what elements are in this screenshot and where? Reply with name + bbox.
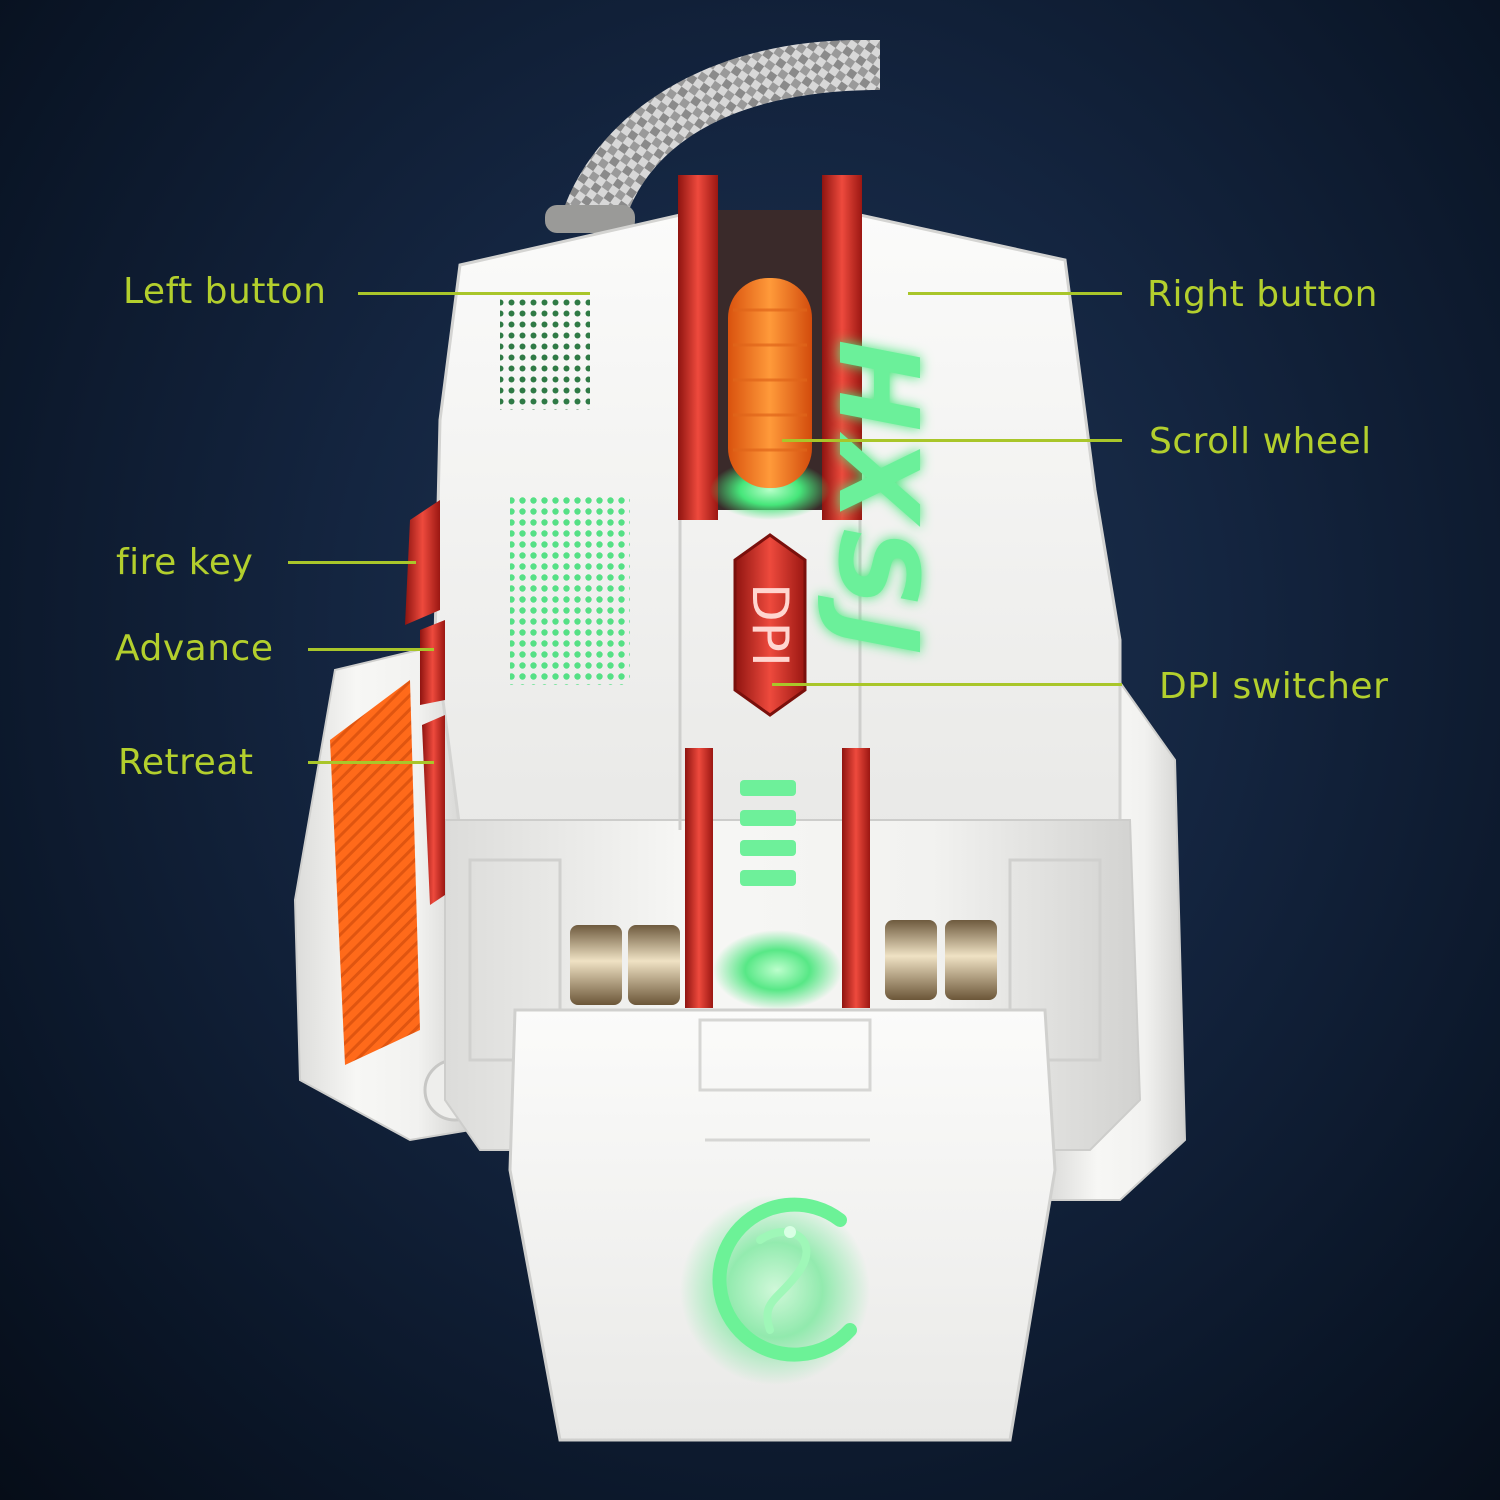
side-grip — [330, 680, 420, 1065]
label-right-button: Right button — [1147, 274, 1378, 315]
dpi-button-label: DPI — [741, 583, 799, 667]
leader-dpi-switcher — [772, 683, 1122, 686]
wheel-rail-right — [822, 175, 862, 520]
fire-key[interactable] — [405, 500, 440, 625]
weight-cylinders — [570, 920, 997, 1005]
label-scroll-wheel: Scroll wheel — [1149, 421, 1372, 462]
label-fire-key: fire key — [116, 542, 254, 583]
dot-grille-glow — [510, 495, 630, 685]
leader-right-button — [908, 292, 1122, 295]
dpi-button[interactable] — [733, 533, 807, 717]
scroll-wheel[interactable] — [728, 278, 812, 488]
vent-lights — [740, 780, 796, 886]
label-left-button: Left button — [123, 271, 327, 312]
leader-retreat — [308, 761, 434, 764]
cable-strain-relief — [545, 205, 635, 233]
leader-advance — [308, 648, 434, 651]
label-dpi-switcher: DPI switcher — [1159, 666, 1389, 707]
leader-left-button — [358, 292, 590, 295]
leader-fire-key — [288, 561, 416, 564]
advance-button[interactable] — [420, 620, 445, 705]
wheel-rail-left — [678, 175, 718, 520]
dragon-logo-icon — [680, 1195, 870, 1385]
label-retreat: Retreat — [118, 742, 254, 783]
leader-scroll-wheel — [782, 439, 1122, 442]
brand-logo-text: HXSJ — [814, 339, 942, 661]
label-advance: Advance — [115, 628, 274, 669]
cable — [560, 40, 880, 240]
dot-grille-top — [500, 295, 590, 410]
